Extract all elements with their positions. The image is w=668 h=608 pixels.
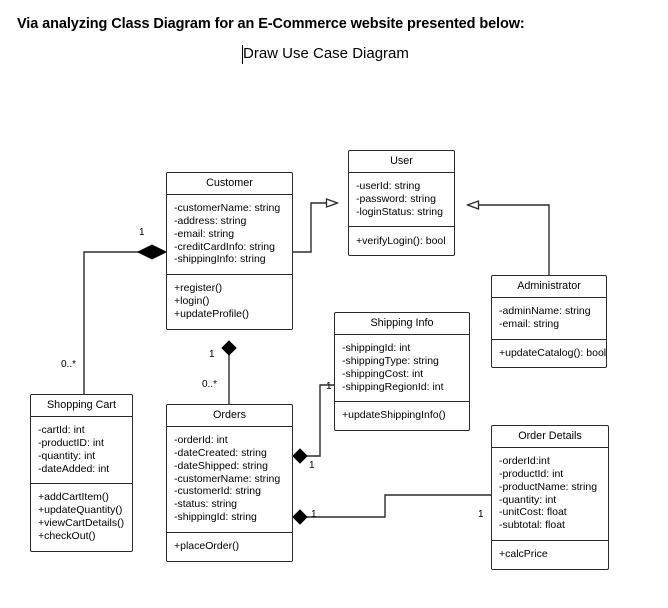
uml-class-name: Order Details <box>492 426 608 448</box>
uml-class-orders[interactable]: Orders -orderId: int -dateCreated: strin… <box>166 404 293 562</box>
uml-method: +addCartItem() <box>38 491 109 504</box>
connector-administrator-to-user <box>468 205 550 275</box>
connector-customer-to-orders <box>221 340 237 404</box>
connector-orders-to-order-details <box>292 494 491 525</box>
uml-attributes: -adminName: string -email: string <box>492 298 606 339</box>
uml-class-customer[interactable]: Customer -customerName: string -address:… <box>166 172 293 330</box>
uml-methods: +calcPrice <box>492 540 608 569</box>
uml-attribute: -orderId: int <box>174 433 228 446</box>
uml-attribute: -productId: int <box>499 467 564 480</box>
uml-class-name: Orders <box>167 405 292 427</box>
uml-attribute: -status: string <box>174 498 238 511</box>
uml-attributes: -cartId: int -productID: int -quantity: … <box>31 417 132 484</box>
multiplicity-label: 1 <box>139 227 145 238</box>
uml-method: +updateShippingInfo() <box>342 409 446 422</box>
uml-methods: +verifyLogin(): bool <box>349 226 454 255</box>
uml-attributes: -orderId: int -dateCreated: string -date… <box>167 427 292 532</box>
multiplicity-label: 1 <box>478 509 484 520</box>
uml-attribute: -shippingId: int <box>342 341 411 354</box>
connector-customer-to-shopping-cart <box>83 244 168 394</box>
uml-class-name: Shipping Info <box>335 313 469 335</box>
uml-attribute: -quantity: int <box>499 493 557 506</box>
uml-attribute: -cartId: int <box>38 423 85 436</box>
uml-attribute: -customerId: string <box>174 485 261 498</box>
uml-attribute: -subtotal: float <box>499 519 565 532</box>
uml-attribute: -adminName: string <box>499 304 591 317</box>
uml-attribute: -shippingCost: int <box>342 367 424 380</box>
uml-attributes: -orderId:int -productId: int -productNam… <box>492 448 608 540</box>
uml-attribute: -dateShipped: string <box>174 459 268 472</box>
multiplicity-label: 0..* <box>202 379 218 390</box>
uml-method: +login() <box>174 295 210 308</box>
uml-attribute: -shippingId: string <box>174 511 257 524</box>
uml-methods: +placeOrder() <box>167 531 292 561</box>
multiplicity-label: 1 <box>326 381 332 392</box>
uml-attribute: -userId: string <box>356 179 421 192</box>
uml-attributes: -customerName: string -address: string -… <box>167 195 292 274</box>
uml-class-name: Customer <box>167 173 292 195</box>
uml-method: +updateQuantity() <box>38 504 123 517</box>
page-subtitle: Draw Use Case Diagram <box>243 45 409 62</box>
uml-attribute: -loginStatus: string <box>356 205 443 218</box>
uml-attribute: -shippingType: string <box>342 354 439 367</box>
uml-attributes: -userId: string -password: string -login… <box>349 173 454 227</box>
uml-class-shipping-info[interactable]: Shipping Info -shippingId: int -shipping… <box>334 312 470 432</box>
uml-method: +placeOrder() <box>174 540 240 553</box>
uml-method: +checkOut() <box>38 530 96 543</box>
uml-method: +updateCatalog(): bool <box>499 346 607 359</box>
uml-methods: +updateCatalog(): bool <box>492 338 607 368</box>
uml-method: +calcPrice <box>499 548 548 561</box>
uml-method: +verifyLogin(): bool <box>356 234 446 247</box>
uml-method: +viewCartDetails() <box>38 517 125 530</box>
uml-class-order-details[interactable]: Order Details -orderId:int -productId: i… <box>491 425 609 570</box>
uml-methods: +addCartItem() +updateQuantity() +viewCa… <box>31 483 132 551</box>
uml-attribute: -customerName: string <box>174 472 281 485</box>
uml-class-shopping-cart[interactable]: Shopping Cart -cartId: int -productID: i… <box>30 394 133 552</box>
uml-attribute: -dateAdded: int <box>38 462 110 475</box>
uml-attribute: -unitCost: float <box>499 506 567 519</box>
multiplicity-label: 1 <box>209 349 215 360</box>
multiplicity-label: 1 <box>311 509 317 520</box>
uml-class-administrator[interactable]: Administrator -adminName: string -email:… <box>491 275 607 369</box>
uml-method: +updateProfile() <box>174 308 250 321</box>
uml-methods: +register() +login() +updateProfile() <box>167 274 292 329</box>
uml-class-name: Shopping Cart <box>31 395 132 417</box>
uml-methods: +updateShippingInfo() <box>335 401 469 430</box>
uml-attribute: -customerName: string <box>174 201 281 214</box>
text-caret <box>242 45 243 64</box>
uml-attribute: -shippingRegionId: int <box>342 380 444 393</box>
uml-method: +register() <box>174 282 223 295</box>
uml-attribute: -address: string <box>174 214 247 227</box>
multiplicity-label: 0..* <box>61 359 77 370</box>
uml-class-user[interactable]: User -userId: string -password: string -… <box>348 150 455 257</box>
uml-attribute: -productID: int <box>38 436 104 449</box>
uml-attributes: -shippingId: int -shippingType: string -… <box>335 335 469 402</box>
uml-class-name: User <box>349 151 454 173</box>
uml-attribute: -dateCreated: string <box>174 446 267 459</box>
page-title: Via analyzing Class Diagram for an E-Com… <box>17 16 525 32</box>
connector-orders-to-shipping-info <box>292 384 334 464</box>
uml-attribute: -orderId:int <box>499 454 550 467</box>
uml-attribute: -email: string <box>174 227 235 240</box>
uml-attribute: -email: string <box>499 317 560 330</box>
uml-attribute: -quantity: int <box>38 449 96 462</box>
uml-attribute: -shippingInfo: string <box>174 253 266 266</box>
uml-class-name: Administrator <box>492 276 606 298</box>
uml-attribute: -password: string <box>356 192 436 205</box>
uml-attribute: -productName: string <box>499 480 598 493</box>
multiplicity-label: 1 <box>309 460 315 471</box>
uml-attribute: -creditCardInfo: string <box>174 240 275 253</box>
connector-customer-to-user <box>293 203 337 253</box>
